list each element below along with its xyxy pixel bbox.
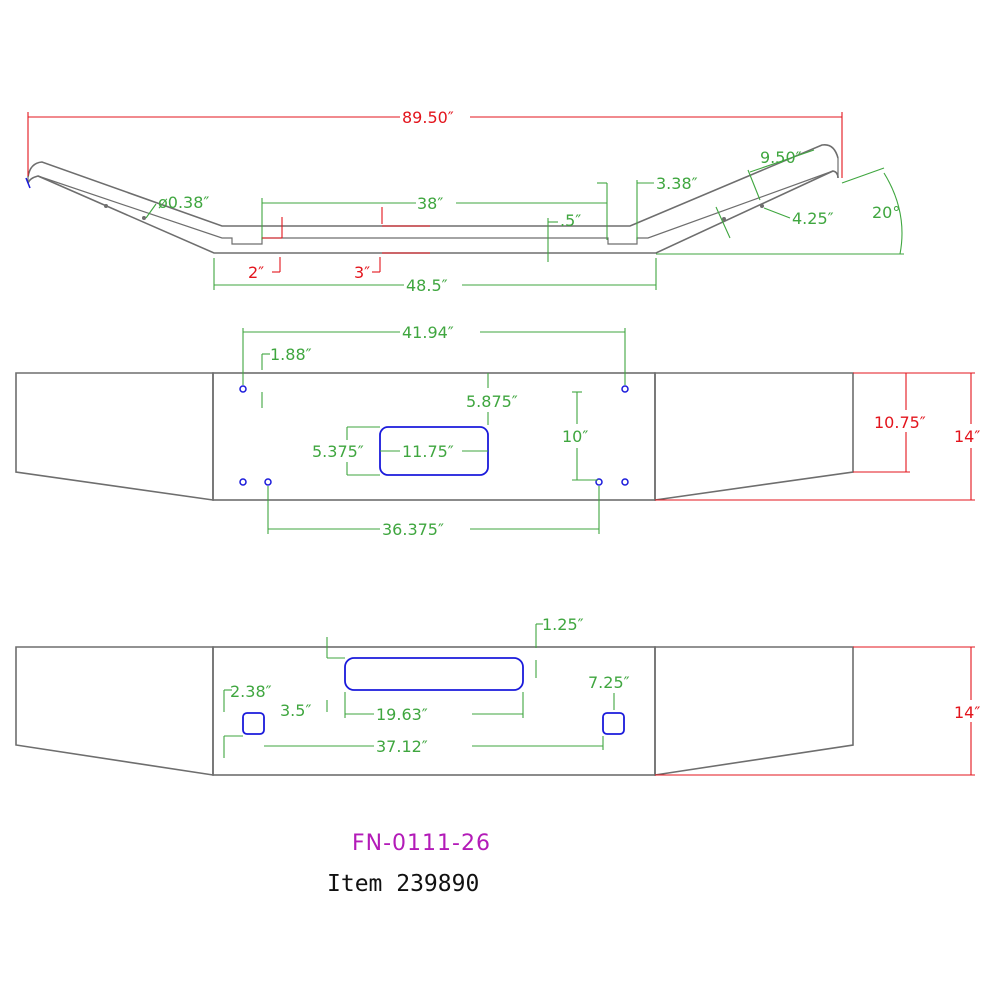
dim-slot-offset: 1.25″ xyxy=(542,615,584,634)
front-hole-bottom-right-outer xyxy=(621,478,629,486)
dim-square-span: 37.12″ xyxy=(376,737,428,756)
dim-950-ext xyxy=(747,169,761,201)
dim-center-height-rear: 14″ xyxy=(954,703,980,722)
dim-slot-width: 19.63″ xyxy=(376,705,428,724)
dim-angle-ext xyxy=(841,167,885,184)
rear-view: 1.25″ 7.25″ 2.38″ 3.5″ 19.63″ 37.12″ 14 xyxy=(15,615,980,776)
dim-square-offset: 2.38″ xyxy=(230,682,272,701)
dim-cutout-width: 11.75″ xyxy=(402,442,454,461)
top-view-outline-lower xyxy=(27,170,839,254)
rear-slot xyxy=(344,657,524,691)
front-view-right-wing xyxy=(654,372,854,501)
top-view: 89.50″ ø0.38″ 38″ .5″ 3.38″ 9.50″ 4.25″ … xyxy=(25,108,904,295)
dim-step-right: 3″ xyxy=(354,263,370,282)
dim-hole-leader xyxy=(145,203,157,219)
top-view-inner-edge xyxy=(37,170,834,245)
dim-hole-inset: 1.88″ xyxy=(270,345,312,364)
dim-center-span: 38″ xyxy=(417,194,443,213)
dim-hole-span-top: 41.94″ xyxy=(402,323,454,342)
rear-view-right-wing xyxy=(654,646,854,776)
dim-end-height: 10.75″ xyxy=(874,413,926,432)
top-view-hole-left-2 xyxy=(142,216,146,220)
dim-425-line xyxy=(763,207,791,219)
dim-cutout-vertical-offset: 5.875″ xyxy=(466,392,518,411)
part-number: FN-0111-26 xyxy=(352,831,491,856)
rear-square-left xyxy=(242,712,265,735)
dim-cutout-height: 5.375″ xyxy=(312,442,364,461)
front-hole-top-left xyxy=(239,385,247,393)
dim-angle-arc xyxy=(883,172,903,255)
title-block: FN-0111-26 Item 239890 xyxy=(327,831,491,897)
top-view-hole-right-2 xyxy=(760,204,764,208)
dim-wing-hole-offset: 4.25″ xyxy=(792,209,834,228)
dim-425-ext xyxy=(715,206,731,239)
dim-wing-length: 9.50″ xyxy=(760,148,802,167)
dim-hole-span-bottom: 36.375″ xyxy=(382,520,444,539)
dim-hole-diameter: ø0.38″ xyxy=(158,193,209,212)
top-view-end-mark xyxy=(25,177,31,189)
dim-notch-width: .5″ xyxy=(560,211,581,230)
item-number: Item 239890 xyxy=(327,871,479,897)
rear-square-right xyxy=(602,712,625,735)
top-view-hole-left xyxy=(104,204,108,208)
dim-center-height-front: 14″ xyxy=(954,427,980,446)
front-hole-bottom-left-outer xyxy=(239,478,247,486)
top-view-hole-right xyxy=(722,217,726,221)
dim-wing-angle: 20° xyxy=(872,203,900,222)
front-view-left-wing xyxy=(15,372,214,501)
dim-slot-vertical: 7.25″ xyxy=(588,673,630,692)
dim-hole-vertical-spacing: 10″ xyxy=(562,427,588,446)
dim-950-line xyxy=(749,149,815,173)
front-view: 41.94″ 1.88″ 5.875″ 5.375″ 11.75″ 10″ 36… xyxy=(15,323,980,539)
dim-step-left: 2″ xyxy=(248,263,264,282)
dim-slot-left-offset: 3.5″ xyxy=(280,701,311,720)
dim-flat-length: 48.5″ xyxy=(406,276,448,295)
dim-overall-length: 89.50″ xyxy=(402,108,454,127)
front-hole-bottom-left-inner xyxy=(264,478,272,486)
rear-view-left-wing xyxy=(15,646,214,776)
dim-end-offset: 3.38″ xyxy=(656,174,698,193)
front-hole-top-right xyxy=(621,385,629,393)
